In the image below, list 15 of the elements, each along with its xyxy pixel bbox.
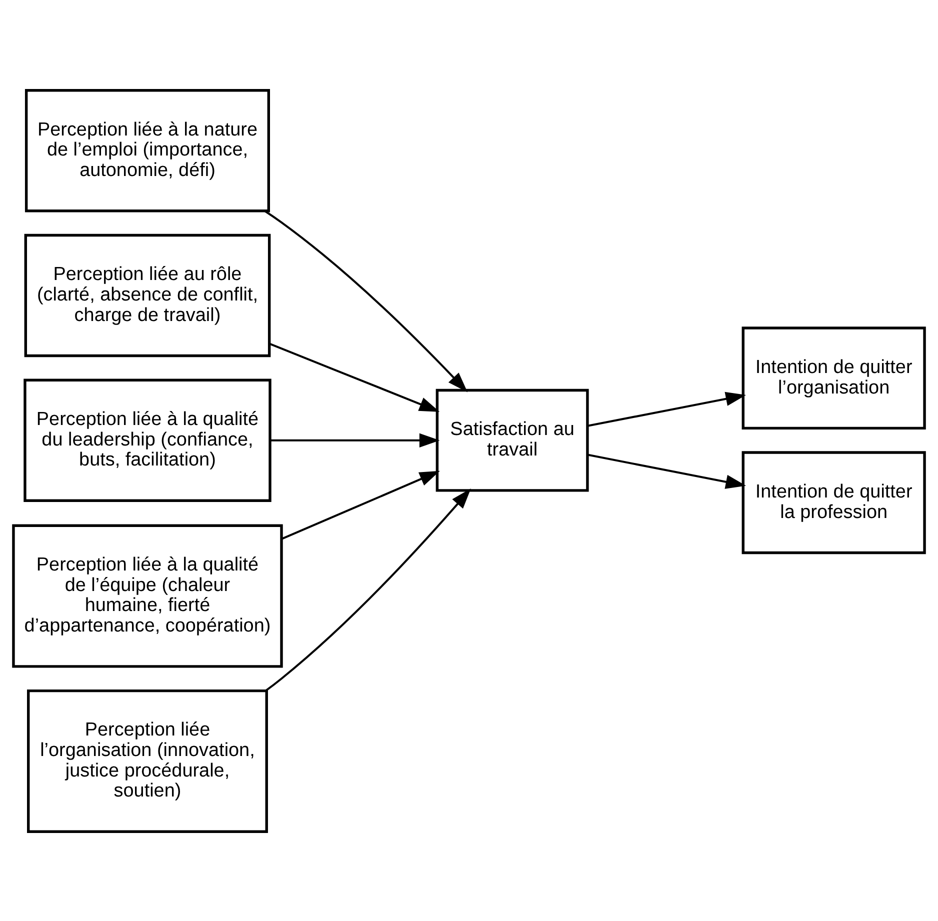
node-box: Perception liée à la nature de l’emploi (importance, autonomie, défi)	[24, 88, 270, 212]
node-box: Intention de quitter l’organisation	[742, 326, 926, 430]
node-box: Perception liée l’organisation (innovation, justice procédurale, soutien)	[27, 688, 268, 832]
arrow	[587, 391, 746, 426]
arrow	[264, 210, 468, 392]
node-box: Perception liée à la qualité de l’équipe (chaleur humaine, fierté d’appartenance, coopération)	[12, 524, 283, 668]
arrow	[281, 470, 440, 540]
arrow	[269, 342, 440, 412]
node-box: Perception liée à la qualité du leadership (confiance, buts, facilitation)	[24, 378, 272, 502]
node-box: Satisfaction au travail	[436, 388, 589, 492]
node-box: Intention de quitter la profession	[742, 450, 926, 554]
arrow	[587, 453, 746, 488]
arrow	[265, 488, 471, 692]
arrow	[270, 432, 440, 447]
node-box: Perception liée au rôle (clarté, absence de conflit, charge de travail)	[24, 233, 271, 357]
